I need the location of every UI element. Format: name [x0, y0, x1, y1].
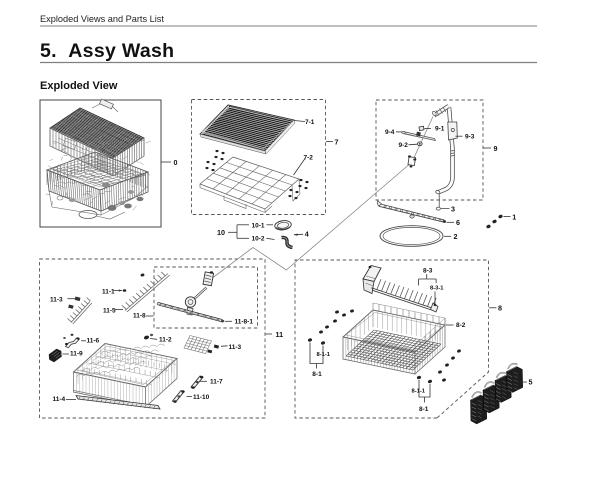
svg-text:7-2: 7-2: [304, 155, 314, 162]
svg-text:11-2: 11-2: [159, 337, 172, 344]
svg-text:11-1: 11-1: [102, 288, 115, 295]
svg-text:8-1: 8-1: [419, 406, 429, 413]
svg-text:9-4: 9-4: [385, 129, 395, 136]
svg-text:11-4: 11-4: [53, 396, 66, 403]
svg-text:0: 0: [174, 158, 178, 167]
svg-text:11-3: 11-3: [50, 297, 63, 304]
svg-text:11-6: 11-6: [87, 338, 100, 345]
svg-text:11-7: 11-7: [210, 378, 223, 385]
svg-text:11-8-1: 11-8-1: [235, 319, 254, 326]
svg-text:3: 3: [451, 204, 455, 213]
svg-text:Exploded Views and Parts List: Exploded Views and Parts List: [40, 14, 164, 24]
svg-text:8-3-1: 8-3-1: [430, 285, 444, 291]
svg-text:7-1: 7-1: [305, 119, 315, 126]
svg-text:8-1-1: 8-1-1: [317, 352, 331, 358]
svg-text:11-9: 11-9: [70, 351, 83, 358]
svg-text:9-3: 9-3: [465, 134, 475, 141]
svg-text:9: 9: [494, 144, 498, 153]
svg-text:10: 10: [217, 228, 225, 237]
svg-text:5. Assy Wash: 5. Assy Wash: [40, 40, 174, 62]
svg-text:5: 5: [529, 378, 533, 387]
svg-text:9-2: 9-2: [399, 142, 409, 149]
svg-text:4: 4: [305, 230, 309, 239]
svg-text:1: 1: [512, 212, 516, 221]
svg-text:11-8: 11-8: [133, 313, 146, 320]
svg-text:8-1: 8-1: [312, 371, 322, 378]
svg-text:9-1: 9-1: [435, 126, 445, 133]
svg-text:11-5: 11-5: [103, 307, 116, 314]
svg-text:11: 11: [276, 330, 284, 339]
svg-text:Exploded View: Exploded View: [40, 80, 118, 92]
svg-text:11-3: 11-3: [229, 344, 242, 351]
svg-text:10-1: 10-1: [252, 222, 265, 229]
svg-text:2: 2: [454, 232, 458, 241]
svg-text:6: 6: [456, 218, 460, 227]
svg-text:11-10: 11-10: [193, 394, 210, 401]
svg-text:10-2: 10-2: [252, 236, 265, 243]
svg-text:8: 8: [498, 303, 502, 312]
svg-text:8-3: 8-3: [423, 267, 433, 274]
svg-text:7: 7: [335, 138, 339, 147]
svg-text:8-2: 8-2: [456, 322, 466, 329]
